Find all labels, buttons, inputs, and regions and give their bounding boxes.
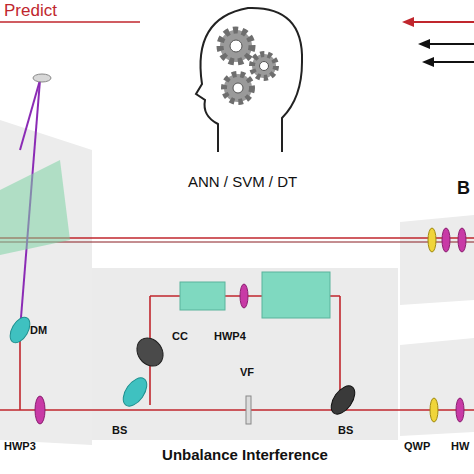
gear-hole xyxy=(230,40,242,52)
right-upper-panel xyxy=(400,215,474,305)
gear-hole xyxy=(233,83,243,93)
gear xyxy=(224,74,252,102)
part-label: B xyxy=(457,178,470,199)
caption-text: ANN / SVM / DT xyxy=(188,173,297,190)
gears xyxy=(220,30,276,102)
red-arrow xyxy=(412,21,474,23)
part-label: HW xyxy=(451,440,469,452)
part-label: HWP3 xyxy=(4,440,36,452)
panel-heading: Unbalance Interference xyxy=(92,446,398,463)
head-outline xyxy=(196,8,302,152)
caption-text: Predict xyxy=(4,1,57,21)
part-label: BS xyxy=(338,424,353,436)
red-arrow-head xyxy=(402,17,414,27)
left-panel xyxy=(0,120,92,445)
feedback-arrows xyxy=(402,17,474,67)
setup-panel: Unbalance Interference xyxy=(92,268,398,440)
part-label: BS xyxy=(112,424,127,436)
prism xyxy=(0,160,70,255)
dichroic-mirror xyxy=(6,314,34,346)
right-lower-panel xyxy=(400,338,474,436)
gear-hole xyxy=(260,62,269,71)
gear xyxy=(252,54,276,78)
black-arrow-head xyxy=(422,57,434,67)
part-label: CC xyxy=(172,330,188,342)
part-label: QWP xyxy=(404,440,430,452)
half-wave-plate xyxy=(35,396,45,424)
part-label: VF xyxy=(240,366,254,378)
gear xyxy=(220,30,252,62)
black-arrow xyxy=(428,43,474,45)
mirror xyxy=(33,74,51,82)
waveplates xyxy=(428,228,466,422)
predict-underline xyxy=(0,21,140,23)
black-arrow xyxy=(432,61,474,63)
part-label: DM xyxy=(30,324,47,336)
part-label: HWP4 xyxy=(214,330,246,342)
black-arrow-head xyxy=(418,39,430,49)
